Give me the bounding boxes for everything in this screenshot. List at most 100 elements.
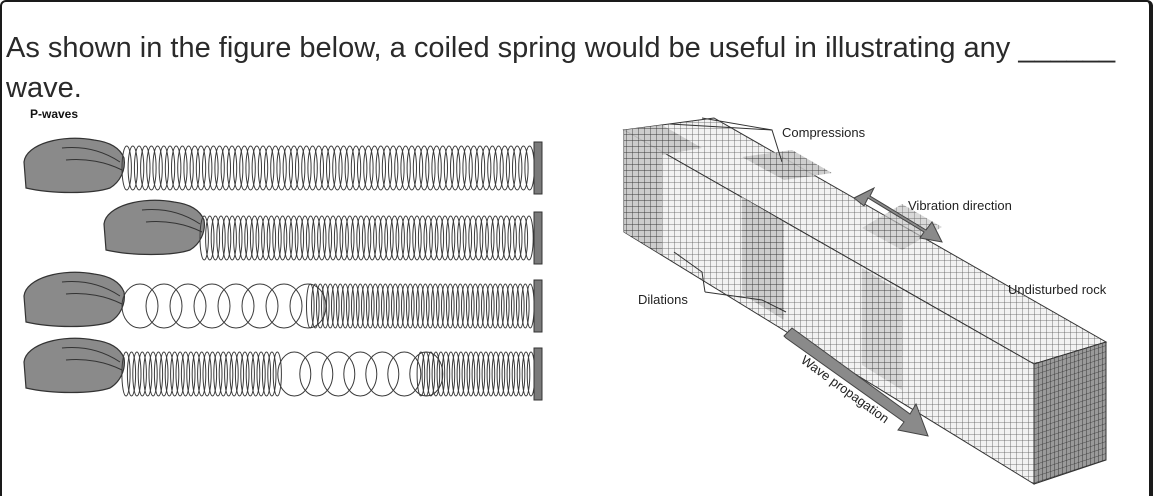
spring-row-3 [23, 271, 543, 333]
coil-loop [462, 215, 473, 261]
coil-loop [299, 351, 334, 397]
coil-loop [183, 145, 194, 191]
coil-loop [218, 351, 228, 397]
left-title: P-waves [30, 107, 78, 121]
coil-loop [126, 351, 137, 397]
coil-loop [406, 283, 415, 329]
coil-loop [434, 215, 445, 261]
coil-loop [468, 145, 479, 191]
coil-loop [213, 351, 223, 397]
coil-loop [322, 215, 333, 261]
coil-loop [426, 351, 436, 397]
coil-loop [450, 145, 461, 191]
hand-icon [103, 199, 205, 256]
coil-loop [487, 145, 498, 191]
coil-loop [462, 145, 473, 191]
coil-loop [376, 283, 385, 329]
coil-loop [351, 283, 360, 329]
coil-loop [189, 145, 201, 191]
coil-loop [159, 351, 169, 397]
coil-loop [431, 145, 442, 191]
coil-loop [132, 351, 142, 397]
coil-loop [272, 215, 282, 261]
coil-loop [461, 283, 470, 329]
coil-loop [202, 145, 213, 191]
coil-loop [479, 215, 489, 261]
coil-loop [466, 351, 476, 397]
coil-loop [177, 145, 188, 191]
coil-loop [216, 215, 226, 261]
coil-loop [400, 145, 411, 191]
coil-loop [412, 215, 422, 261]
coil-loop [261, 351, 272, 397]
coil-loop [306, 283, 315, 329]
coil-loop [257, 145, 269, 191]
coil-loop [431, 283, 440, 329]
coil-loop [313, 145, 324, 191]
coil-loop [468, 215, 478, 261]
coil-loop [197, 351, 207, 397]
coil-loop [496, 283, 505, 329]
coil-loop [331, 283, 340, 329]
coil-loop [511, 351, 521, 397]
coil-loop [512, 145, 523, 191]
vibration-arrow-icon [853, 186, 943, 243]
coil-loop [210, 215, 221, 261]
coil-loop [481, 351, 491, 397]
coil-loop [121, 145, 132, 191]
coil-loop [373, 215, 383, 261]
coil-loop [491, 283, 500, 329]
coil-loop [384, 215, 394, 261]
coil-loop [445, 215, 456, 261]
coil-loop [164, 351, 174, 397]
coil-loop [345, 215, 355, 261]
coil-loop [451, 283, 460, 329]
coil-loop [277, 351, 312, 397]
coil-loop [481, 145, 492, 191]
coil-loop [381, 145, 393, 191]
coil-loop [339, 215, 349, 261]
coil-loop [446, 351, 456, 397]
coil-loop [343, 351, 378, 397]
coil-loop [234, 351, 245, 397]
coil-loop [436, 283, 445, 329]
coil-loop [240, 351, 250, 397]
coil-loop [518, 145, 529, 191]
coil-loop [264, 145, 275, 191]
coil-loop [205, 215, 215, 261]
coil-loop [249, 215, 260, 261]
coil-loop [133, 145, 145, 191]
coil-loop [256, 351, 266, 397]
coil-loop [437, 145, 448, 191]
coil-loop [311, 283, 320, 329]
compression-band [742, 197, 784, 320]
coil-loop [326, 283, 335, 329]
coil-loop [202, 351, 212, 397]
coil-loop [276, 145, 287, 191]
coil-loop [456, 283, 465, 329]
coil-loop [300, 215, 310, 261]
coil-loop [394, 145, 405, 191]
block-end [1033, 341, 1107, 485]
coil-loop [366, 283, 375, 329]
spring-coil [199, 215, 534, 261]
coil-loop [301, 145, 312, 191]
coil-loop [289, 215, 299, 261]
coil-loop [239, 145, 250, 191]
coil-loop [406, 215, 417, 261]
spring-row-1 [23, 137, 543, 195]
coil-loop [412, 145, 424, 191]
compression-band [742, 150, 832, 180]
coil-loop [431, 351, 441, 397]
coil-loop [333, 215, 344, 261]
coil-loop [501, 283, 510, 329]
coil-loop [417, 215, 428, 261]
spring-row-2 [103, 199, 543, 265]
coil-loop [471, 351, 481, 397]
coil-loop [513, 215, 523, 261]
coil-loop [506, 351, 516, 397]
coil-loop [441, 351, 451, 397]
coil-loop [425, 145, 436, 191]
coil-loop [356, 283, 365, 329]
